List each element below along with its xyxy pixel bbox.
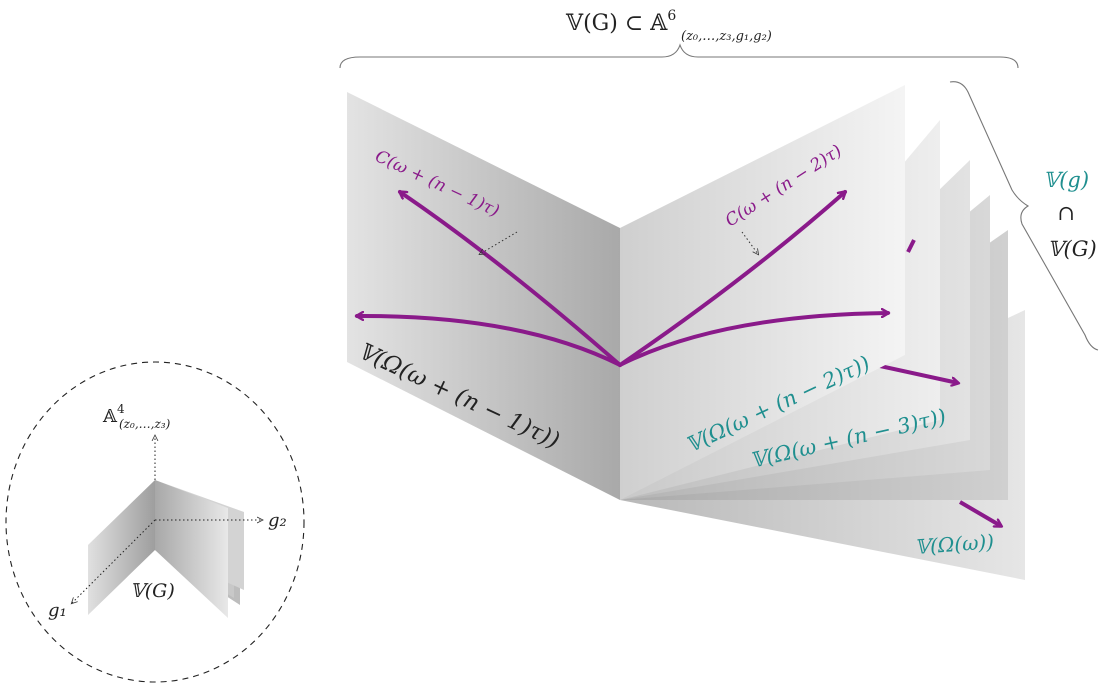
right-brace-line1: 𝕍(g) bbox=[1043, 168, 1089, 192]
inset-axis-label-sup: 4 bbox=[117, 402, 125, 416]
left-sheet bbox=[347, 92, 620, 500]
curves bbox=[357, 190, 888, 367]
inset-axis-label-main: 𝔸 bbox=[102, 406, 118, 427]
curve-horizontal-right bbox=[618, 313, 888, 367]
inset-page-left bbox=[88, 480, 155, 615]
right-brace-line2: ∩ bbox=[1057, 201, 1075, 225]
inset-page-1 bbox=[155, 480, 228, 618]
back-page-arrows bbox=[879, 239, 1001, 528]
top-brace-label: 𝕍(G) ⊂ 𝔸6 bbox=[565, 8, 676, 36]
top-brace bbox=[339, 43, 1019, 69]
inset-label-vg: 𝕍(G) bbox=[130, 580, 175, 602]
curve-horizontal-left bbox=[357, 316, 622, 367]
right-brace-line3: 𝕍(G) bbox=[1047, 237, 1096, 261]
curve-c-left bbox=[400, 190, 622, 367]
curve-c-right bbox=[618, 190, 847, 367]
top-brace-label-sup: 6 bbox=[667, 8, 676, 24]
inset: 𝔸4 (z₀,…,z₃) g₂ g₁ 𝕍(G) bbox=[5, 361, 305, 683]
top-brace-label-sub: (z₀,…,z₃,g₁,g₂) bbox=[681, 29, 772, 44]
arrow-page-last bbox=[958, 500, 1001, 528]
arrow-page-1 bbox=[879, 364, 958, 383]
top-brace-label-main: 𝕍(G) ⊂ 𝔸 bbox=[565, 11, 668, 36]
label-sheet-last: 𝕍(Ω(ω)) bbox=[914, 529, 995, 558]
inset-label-g2: g₂ bbox=[268, 510, 287, 531]
inset-circle bbox=[5, 361, 305, 683]
inset-axis-label: 𝔸4 bbox=[102, 402, 125, 427]
pointer-right bbox=[741, 231, 758, 254]
right-brace bbox=[949, 81, 1099, 351]
inset-label-g1: g₁ bbox=[48, 600, 67, 621]
inset-axis-label-sub: (z₀,…,z₃) bbox=[119, 417, 171, 431]
right-sheet bbox=[620, 85, 905, 500]
arrow-page-top bbox=[906, 239, 916, 253]
